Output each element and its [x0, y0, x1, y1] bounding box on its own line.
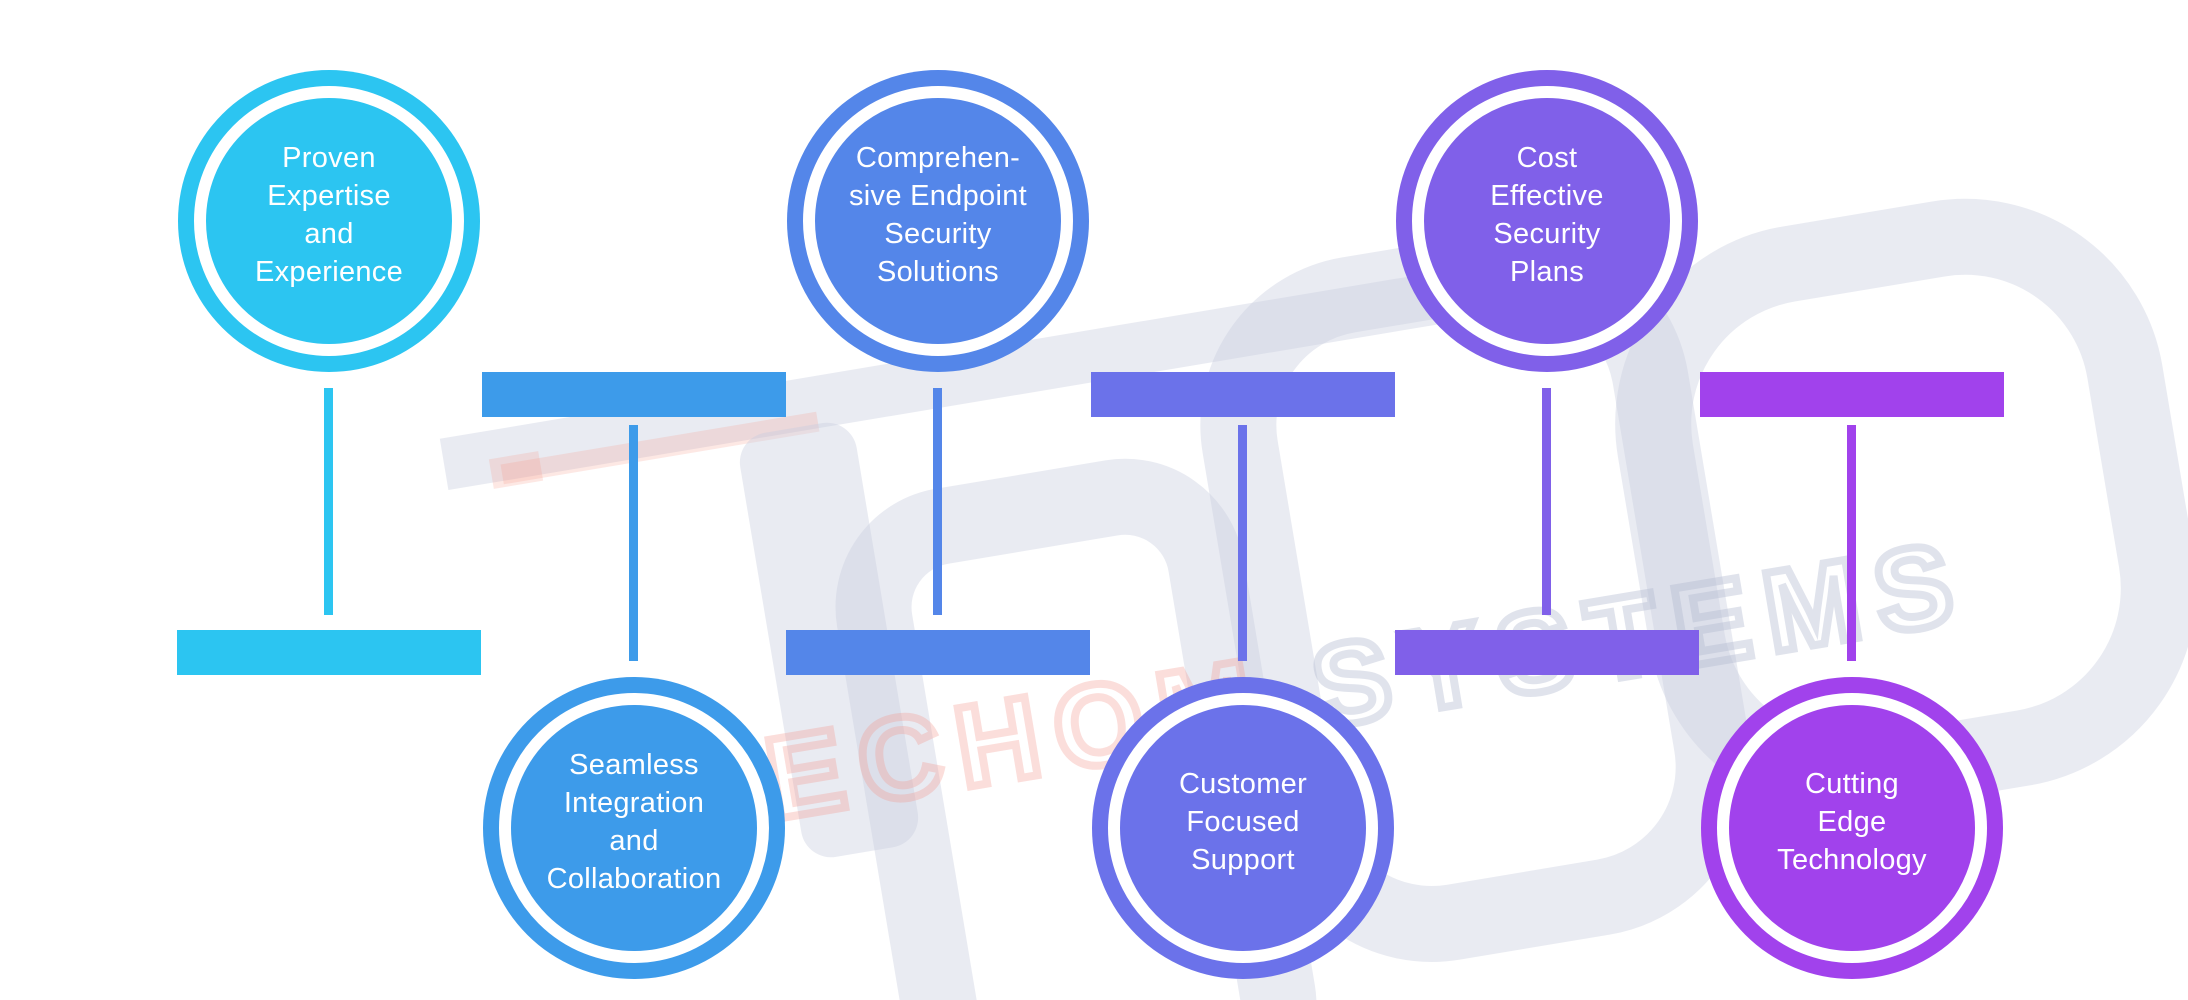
- label-line: Solutions: [876, 256, 999, 288]
- benefit-item-seamless-integration: Seamless Integration and Collaboration: [482, 0, 786, 1000]
- label-line: Comprehen-: [855, 142, 1021, 174]
- label-line: Seamless: [569, 749, 699, 781]
- label-line: Cutting: [1805, 768, 1899, 800]
- label-line: Customer: [1178, 768, 1308, 800]
- connector-line: [933, 388, 942, 615]
- label-line: Security: [1493, 218, 1601, 250]
- label-line: Effective: [1490, 180, 1604, 212]
- label-line: Security: [884, 218, 992, 250]
- benefit-circle: Seamless Integration and Collaboration: [483, 677, 785, 979]
- connector-bar: [482, 372, 786, 417]
- label-line: Technology: [1777, 844, 1927, 876]
- label-line: Collaboration: [546, 863, 722, 895]
- benefit-item-endpoint-security: Comprehen- sive Endpoint Security Soluti…: [786, 0, 1090, 1000]
- benefit-label: Comprehen- sive Endpoint Security Soluti…: [849, 139, 1027, 291]
- label-line: sive Endpoint: [848, 180, 1027, 212]
- benefit-item-proven-expertise: Proven Expertise and Experience: [177, 0, 481, 1000]
- label-line: Plans: [1509, 256, 1585, 288]
- connector-bar: [1395, 630, 1699, 675]
- benefit-circle: Customer Focused Support: [1092, 677, 1394, 979]
- label-line: Experience: [254, 256, 404, 288]
- label-line: Proven: [282, 142, 376, 174]
- connector-line: [324, 388, 333, 615]
- benefit-circle: Cost Effective Security Plans: [1396, 70, 1698, 372]
- label-line: Support: [1191, 844, 1295, 876]
- benefit-item-cutting-edge: Cutting Edge Technology: [1700, 0, 2004, 1000]
- connector-line: [629, 425, 638, 661]
- label-line: Cost: [1516, 142, 1578, 174]
- connector-bar: [1091, 372, 1395, 417]
- connector-line: [1847, 425, 1856, 661]
- label-line: Expertise: [267, 180, 391, 212]
- benefit-label: Cost Effective Security Plans: [1490, 139, 1603, 291]
- benefit-circle: Cutting Edge Technology: [1701, 677, 2003, 979]
- benefit-circle: Proven Expertise and Experience: [178, 70, 480, 372]
- label-line: and: [304, 218, 354, 250]
- benefit-label: Customer Focused Support: [1179, 765, 1307, 879]
- connector-line: [1238, 425, 1247, 661]
- benefit-circle: Comprehen- sive Endpoint Security Soluti…: [787, 70, 1089, 372]
- connector-line: [1542, 388, 1551, 615]
- label-line: Edge: [1817, 806, 1887, 838]
- label-line: and: [609, 825, 659, 857]
- connector-bar: [786, 630, 1090, 675]
- connector-bar: [1700, 372, 2004, 417]
- benefit-label: Seamless Integration and Collaboration: [547, 746, 722, 898]
- label-line: Focused: [1186, 806, 1300, 838]
- benefit-item-customer-support: Customer Focused Support: [1091, 0, 1395, 1000]
- benefit-label: Proven Expertise and Experience: [255, 139, 403, 291]
- connector-bar: [177, 630, 481, 675]
- benefit-item-cost-effective: Cost Effective Security Plans: [1395, 0, 1699, 1000]
- benefit-label: Cutting Edge Technology: [1777, 765, 1927, 879]
- label-line: Integration: [563, 787, 705, 819]
